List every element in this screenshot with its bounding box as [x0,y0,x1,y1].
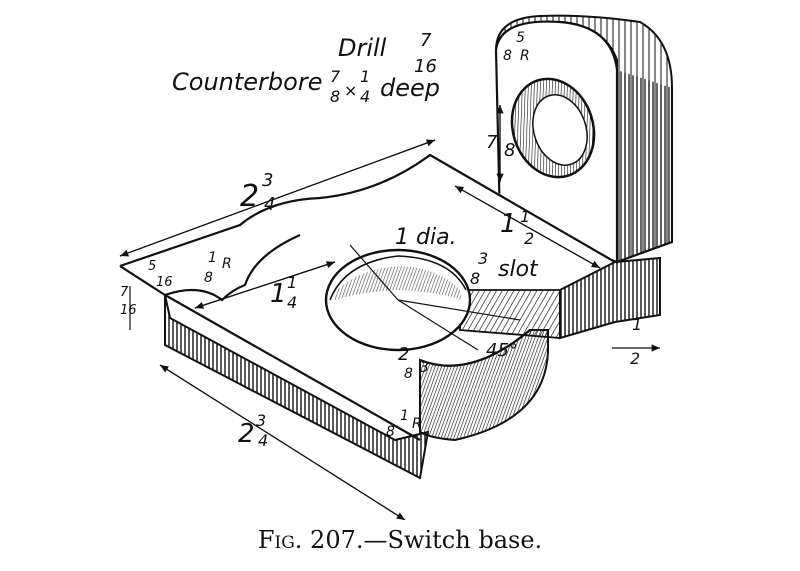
thick-7-16-num: 7 [120,285,129,300]
length-2-3-4-den: 4 [264,194,275,215]
counterbore-den2: 4 [360,87,370,106]
slot-den: 8 [470,269,480,288]
width-1-1-4-whole: 1 [270,279,287,309]
thick-7-16-den: 16 [120,303,137,318]
height-7-8-den: 8 [504,140,515,161]
counterbore-den1: 8 [330,87,340,106]
length-2-3-4-num: 3 [262,170,273,191]
thick-1-2-num: 1 [632,315,642,334]
angle-45: 45° [486,340,518,361]
figure-title: —Switch base. [363,526,543,554]
radius-1-8-bot-num: 1 [400,408,409,424]
thick-1-2-den: 2 [630,349,640,368]
drilled-hole [510,77,596,179]
drill-label: Drill [338,34,387,62]
counterbore-deep: deep [380,74,440,102]
dimension-texts: Drill 7 16 Counterbore 7 8 × 1 4 deep 5 … [120,30,642,450]
length-1-1-2-den: 2 [524,229,534,248]
dimension-lines [119,105,660,520]
radius-5-8-r: R [520,48,530,64]
height-7-8-num: 7 [486,132,498,153]
radius-2-3-8-whole: 2 [398,344,409,365]
length-2-3-4-whole: 2 [240,179,259,214]
slot-label: slot [498,257,539,282]
length-1-1-2-whole: 1 [500,209,517,239]
radius-1-8-bot-r: R [412,416,422,432]
curved-lug [419,329,549,442]
length-bottom-whole: 2 [238,419,255,449]
base-plate [119,153,661,480]
length-bottom-num: 3 [256,411,266,430]
counterbore-num1: 7 [330,67,341,86]
isometric-drawing: Drill 7 16 Counterbore 7 8 × 1 4 deep 5 … [119,14,673,520]
length-1-1-2-num: 1 [520,207,530,226]
offset-5-16-den: 16 [156,275,173,290]
upright-bracket [494,14,673,264]
drill-num: 7 [420,30,432,51]
slot-num: 3 [478,249,488,268]
length-bottom-den: 4 [258,431,268,450]
radius-1-8-bot-den: 8 [386,424,395,440]
figure-caption: Fig. 207.—Switch base. [0,526,800,554]
offset-5-16-num: 5 [148,259,156,274]
radius-1-8-top-r: R [222,256,232,272]
hole-dia-label: 1 dia. [395,225,457,250]
width-1-1-4-den: 4 [287,293,297,312]
counterbore-num2: 1 [360,67,370,86]
radius-2-3-8-num: 3 [420,360,429,376]
figure-number: Fig. 207. [257,526,364,554]
width-1-1-4-num: 1 [287,273,297,292]
radius-5-8-den: 8 [503,48,512,64]
radius-1-8-top-den: 8 [204,270,213,286]
counterbore-times: × [344,81,357,100]
drill-den: 16 [414,56,437,77]
radius-2-3-8-den: 8 [404,366,413,382]
radius-5-8-num: 5 [516,30,525,46]
counterbore-label: Counterbore [172,68,322,96]
radius-1-8-top-num: 1 [208,250,217,266]
